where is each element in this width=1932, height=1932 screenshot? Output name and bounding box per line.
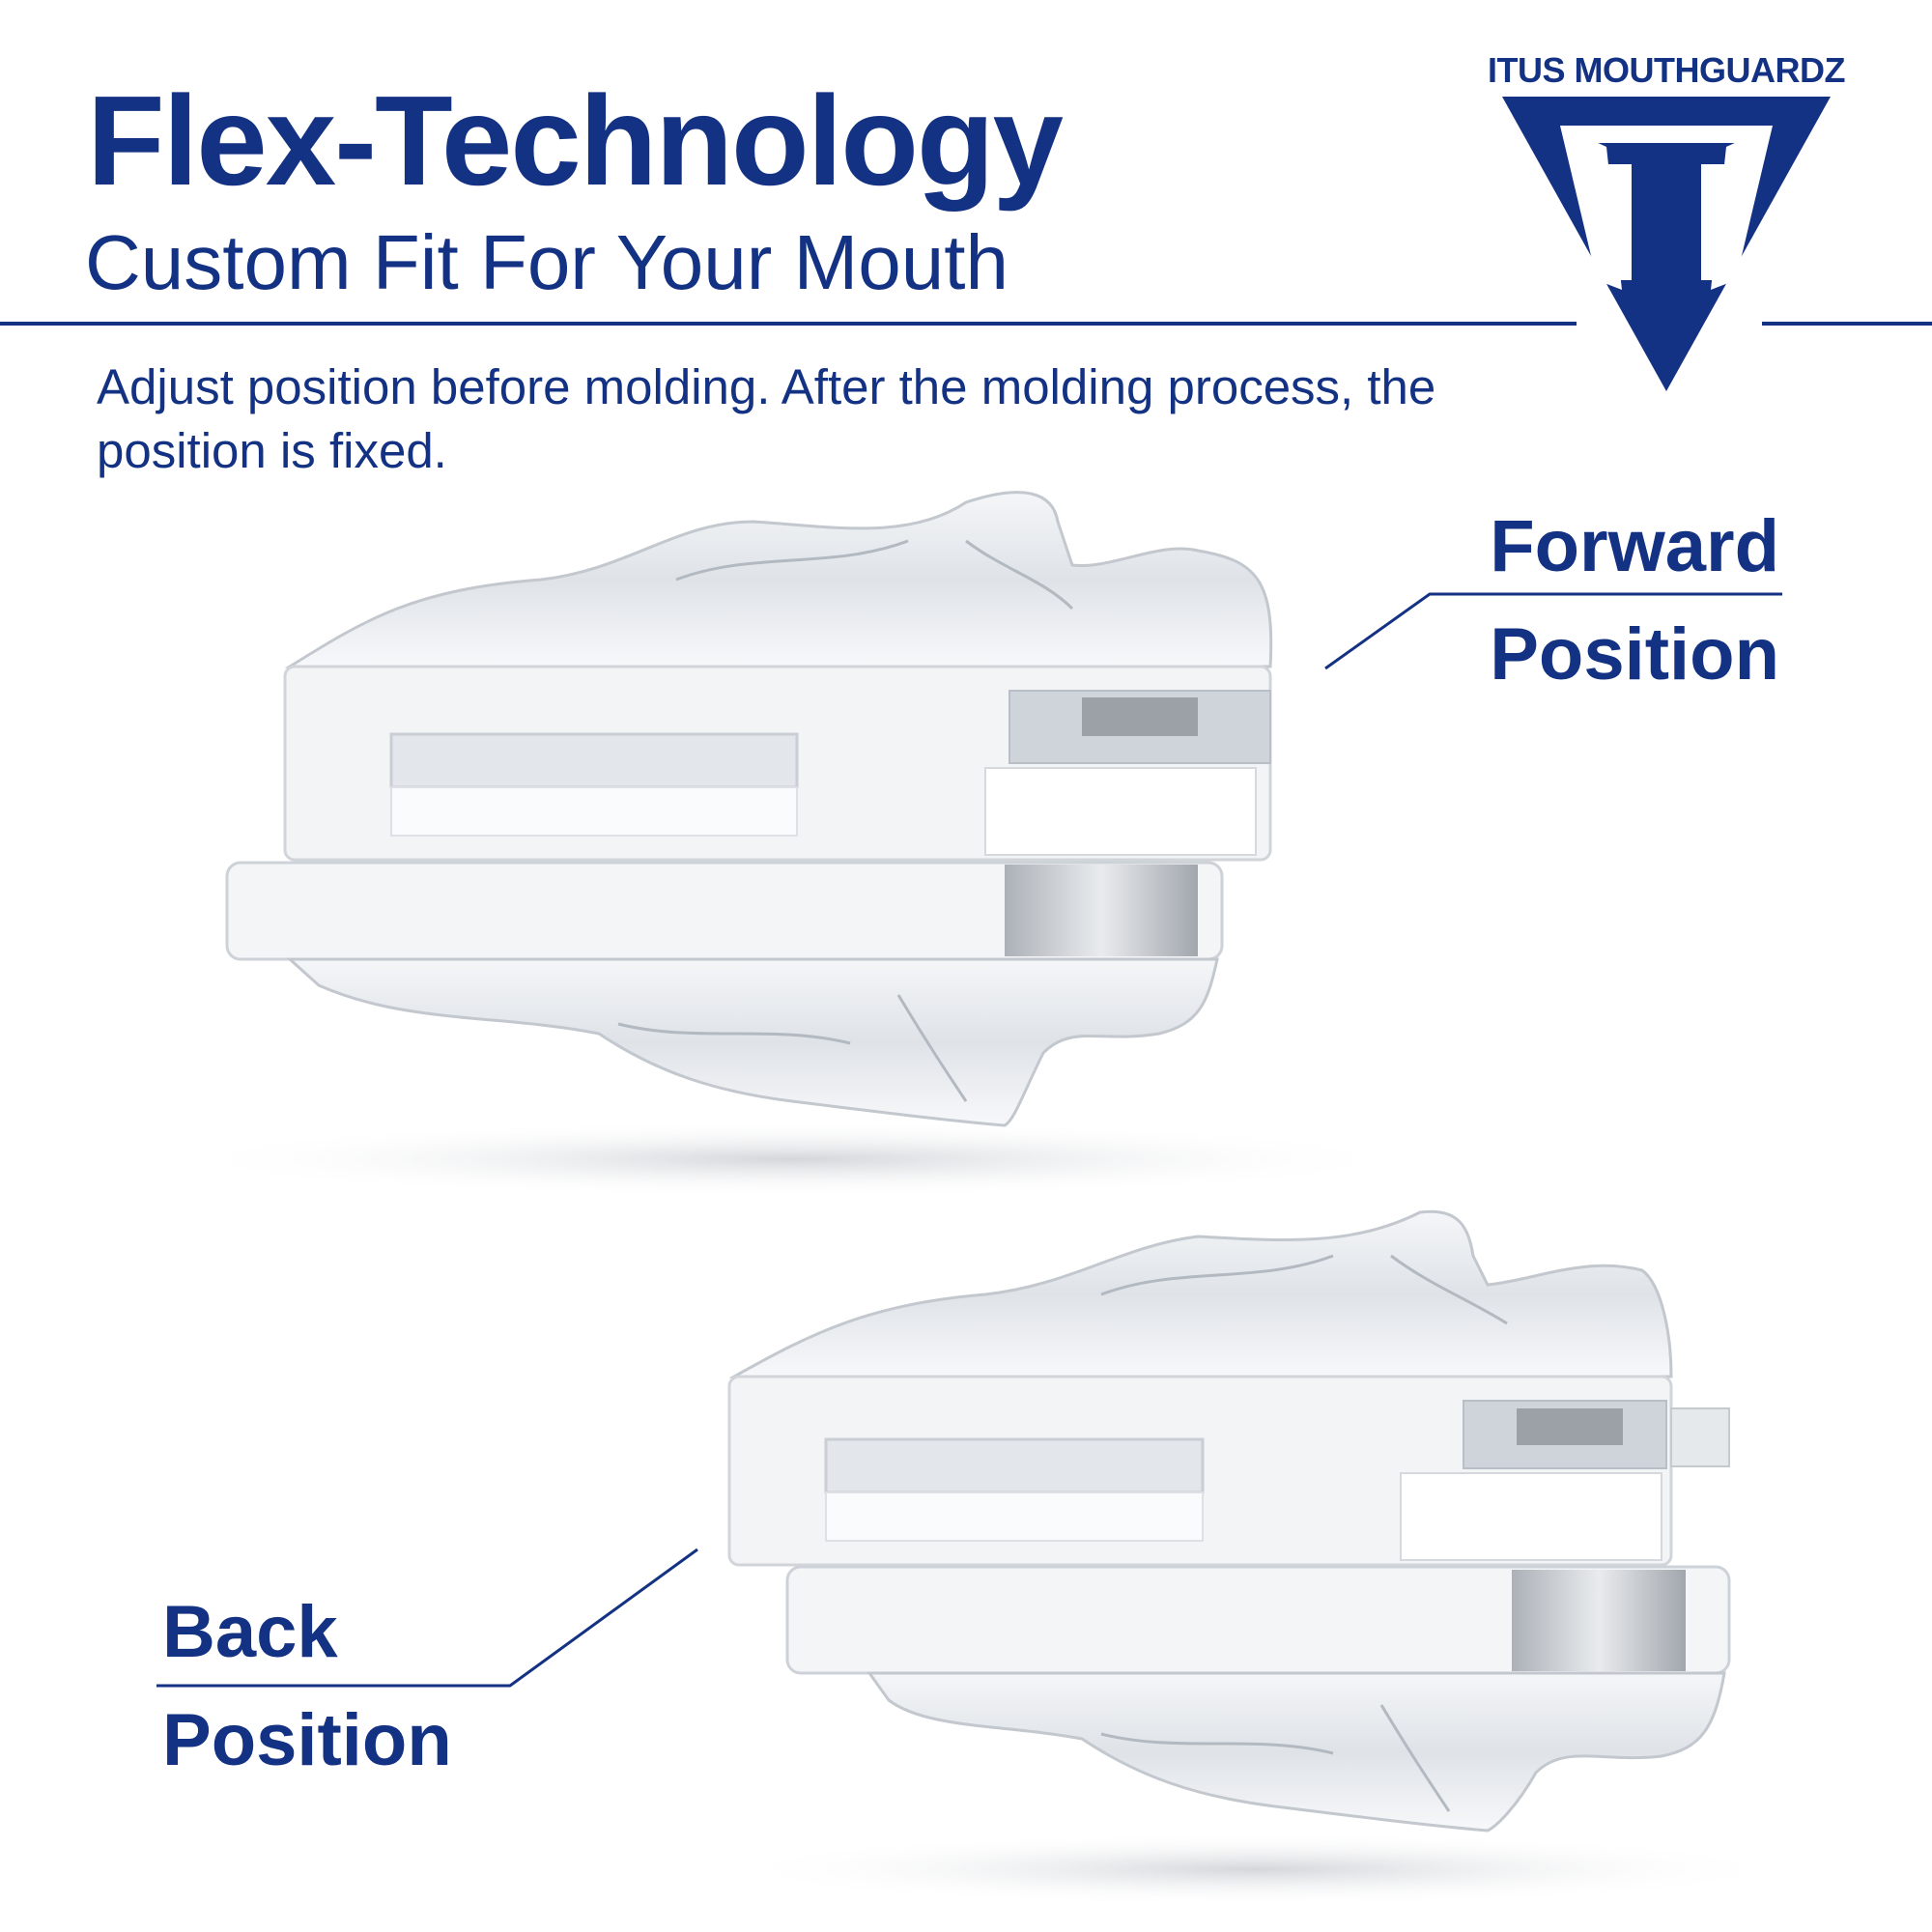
back-position-label-line1: Back (162, 1591, 338, 1673)
page-subtitle: Custom Fit For Your Mouth (85, 219, 1009, 305)
header-divider-left (0, 322, 1577, 326)
itus-t-triangle-logo-icon (1502, 97, 1831, 391)
header-divider-right (1762, 322, 1932, 326)
description-text: Adjust position before molding. After th… (97, 359, 1436, 478)
page-title: Flex-Technology (87, 70, 1064, 212)
brand-logo: ITUS MOUTHGUARDZ (1483, 50, 1850, 398)
back-position-label-line2: Position (162, 1699, 452, 1781)
forward-position-label-line2: Position (1490, 613, 1779, 696)
forward-position-label-line1: Forward (1490, 505, 1779, 587)
brand-name: ITUS MOUTHGUARDZ (1488, 50, 1845, 90)
